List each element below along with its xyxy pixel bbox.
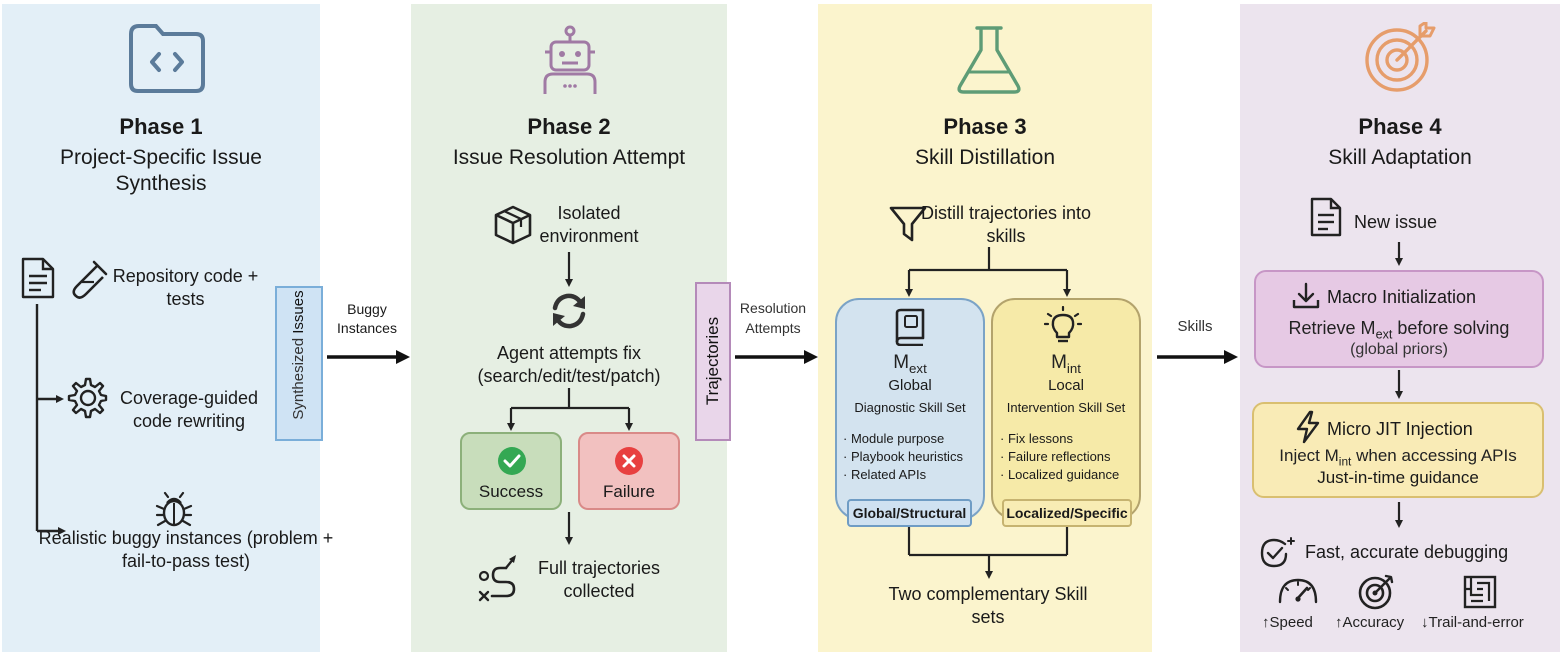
coverage-label: Coverage-guided code rewriting [119,388,259,431]
global-structural-tag: Global/Structural [847,499,972,527]
target-icon [1365,22,1436,92]
success-label: Success [478,482,544,501]
failure-label: Failure [603,482,655,501]
lightning-icon [1296,410,1320,444]
sync-icon [552,293,586,329]
phase2-title: Phase 2 [527,114,611,139]
global-skill-box [835,298,985,520]
check-icon [498,447,526,475]
macro-note: (global priors) [1350,341,1448,358]
micro-line: Inject Mint when accessing APIs [1279,446,1517,469]
arrow2-label-line2: Attempts [745,320,801,336]
arrow2-label-line1: Resolution [739,300,807,316]
global-bullet-3: · Related APIs [843,467,927,482]
lightbulb-icon [1044,306,1082,343]
distill-label: Distill trajectories into skills [920,203,1092,246]
buggy-instances-label: Realistic buggy instances (problem + fai… [38,528,334,571]
metric-speed-arrow: ↑ [1262,614,1270,631]
isolated-env-label: Isolated environment [539,203,639,246]
phase3-subtitle: Skill Distillation [914,146,1056,169]
robot-icon [543,25,597,94]
result-label: Two complementary Skill sets [888,584,1088,627]
filter-icon [889,206,927,242]
metric-trail-arrow: ↓ [1421,614,1429,631]
arrow2-label: Resolution Attempts [733,298,813,338]
metric-accuracy-label: Accuracy [1342,614,1405,631]
m-ext-symbol: Mext [893,352,927,376]
document-icon [21,257,55,299]
metric-accuracy-arrow: ↑ [1335,614,1343,631]
synthesized-label: Synthesized [290,337,307,420]
arrow1-label: Buggy Instances [325,300,409,338]
local-bullet-2: · Failure reflections [1000,449,1111,464]
repo-code-label: Repository code + tests [112,266,259,309]
phase1-title: Phase 1 [119,114,203,139]
metric-accuracy: ↑Accuracy [1335,613,1404,633]
metric-trail-error: ↓Trail-and-error [1421,613,1524,633]
box-icon [494,205,532,245]
macro-box [1254,270,1544,368]
phase3-title: Phase 3 [943,114,1027,139]
trajectories-tag-label: Trajectories [703,316,722,406]
trajectories-tag: Trajectories [695,282,731,441]
global-name: Diagnostic Skill Set [854,400,966,415]
global-bullet-1: · Module purpose [843,431,945,446]
metric-speed-label: Speed [1269,614,1313,631]
local-bullet-1: · Fix lessons [1000,431,1073,446]
attempt-detail: (search/edit/test/patch) [477,366,661,386]
new-issue-label: New issue [1354,212,1438,232]
flask-icon [957,26,1021,94]
accuracy-target-icon [1358,574,1394,610]
synthesized-issues-tag: Synthesized Issues [275,286,323,441]
phase2-subtitle: Issue Resolution Attempt [452,146,686,169]
m-int-symbol: Mint [1051,352,1081,376]
new-issue-document-icon [1310,197,1342,237]
book-icon [895,308,925,346]
maze-icon [1463,575,1497,609]
attempt-label: Agent attempts fix [496,343,642,363]
global-scope: Global [888,377,932,394]
issues-label: Issues [290,290,307,334]
phase4-subtitle: Skill Adaptation [1328,146,1472,169]
test-tube-icon [72,260,108,299]
metric-speed: ↑Speed [1262,613,1313,633]
phase4-title: Phase 4 [1358,114,1442,139]
phase1-panel [2,4,320,652]
micro-title: Micro JIT Injection [1327,419,1473,439]
bug-icon [155,491,193,527]
macro-line: Retrieve Mext before solving [1288,318,1510,342]
speedometer-icon [1278,578,1318,604]
micro-note: Just-in-time guidance [1317,468,1479,487]
phase1-subtitle: Project-Specific Issue Synthesis [60,146,262,195]
arrow1-label-line1: Buggy [347,301,387,317]
local-scope: Local [1048,377,1084,394]
micro-box [1252,402,1544,498]
code-folder-icon [129,24,205,93]
metric-trail-label: Trail-and-error [1428,614,1524,631]
collected-label: Full trajectories collected [537,558,661,601]
cross-icon [615,447,643,475]
arrow1-label-line2: Instances [337,320,397,336]
macro-title: Macro Initialization [1327,287,1477,307]
local-skill-box [991,298,1141,520]
arrow3-label: Skills [1177,318,1213,335]
localized-specific-tag: Localized/Specific [1002,499,1132,527]
outcome-label: Fast, accurate debugging [1305,542,1509,562]
route-icon [478,555,516,602]
gear-icon [67,377,108,419]
local-bullet-3: · Localized guidance [1000,467,1120,482]
check-circle-icon [1260,537,1295,568]
global-bullet-2: · Playbook heuristics [843,449,963,464]
local-name: Intervention Skill Set [1006,400,1126,415]
download-icon [1292,282,1320,309]
